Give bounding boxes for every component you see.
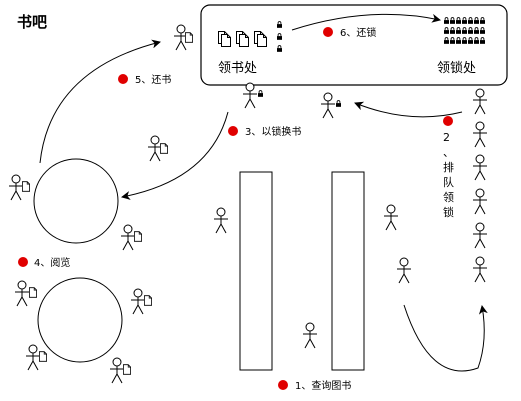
lock-icon bbox=[467, 37, 474, 45]
reader bbox=[25, 344, 48, 371]
lock-icon bbox=[449, 27, 456, 35]
person-icon bbox=[396, 257, 412, 284]
person-icon bbox=[320, 92, 336, 119]
step-3-label: 3、以锁换书 bbox=[245, 125, 301, 138]
reader bbox=[109, 357, 132, 384]
book-stack bbox=[218, 21, 283, 53]
lock-icon bbox=[479, 27, 486, 35]
lock-icon bbox=[467, 17, 474, 25]
step-4-label: 4、阅览 bbox=[34, 256, 70, 269]
lock-icon bbox=[443, 17, 450, 25]
lock-icon bbox=[473, 27, 480, 35]
step-2-marker bbox=[443, 116, 453, 126]
person-with-lock bbox=[320, 92, 342, 119]
lock-icon bbox=[455, 27, 462, 35]
person-icon bbox=[120, 224, 136, 251]
person-at-counter bbox=[242, 82, 264, 109]
step-6-marker bbox=[323, 27, 333, 37]
person-icon bbox=[472, 154, 488, 181]
person-icon bbox=[8, 174, 24, 201]
person-icon bbox=[213, 207, 229, 234]
lock-handover-arrow bbox=[354, 101, 463, 118]
book-icon bbox=[122, 364, 132, 375]
reading-table-lower bbox=[37, 277, 123, 363]
step-1-label: 1、查询图书 bbox=[295, 379, 351, 392]
lock-icon bbox=[473, 37, 480, 45]
step-4-marker bbox=[18, 257, 28, 267]
lock-icon bbox=[443, 37, 450, 45]
step-2-label-char: 领 bbox=[443, 191, 454, 204]
book-icon bbox=[21, 181, 31, 192]
step-3-marker bbox=[228, 126, 238, 136]
reader bbox=[8, 174, 31, 201]
lock-icon bbox=[473, 17, 480, 25]
person-icon bbox=[147, 135, 163, 162]
person-icon bbox=[109, 357, 125, 384]
book-icon bbox=[184, 32, 194, 43]
lock-icon bbox=[455, 17, 462, 25]
book-icon bbox=[159, 143, 169, 154]
diagram-title: 书吧 bbox=[17, 13, 47, 31]
lock-queue bbox=[472, 88, 488, 283]
step-5-label: 5、还书 bbox=[135, 74, 171, 86]
person-icon bbox=[302, 322, 318, 349]
lock-desk-label: 领锁处 bbox=[437, 60, 476, 76]
person-icon bbox=[472, 88, 488, 115]
step-5-marker bbox=[118, 74, 128, 84]
book-icon bbox=[143, 295, 153, 306]
lock-icon bbox=[449, 37, 456, 45]
bookshelf-right bbox=[331, 171, 365, 371]
lock-icon bbox=[467, 27, 474, 35]
lock-grid bbox=[443, 17, 486, 45]
lock-icon bbox=[276, 21, 283, 29]
lock-icon bbox=[461, 27, 468, 35]
lock-icon bbox=[455, 37, 462, 45]
step-2-label-char: 队 bbox=[443, 175, 454, 189]
step-1-marker bbox=[278, 380, 288, 390]
reader bbox=[120, 224, 143, 251]
step-2-label-char: 锁 bbox=[443, 205, 454, 219]
book-icon bbox=[38, 351, 48, 362]
lock-icon bbox=[257, 90, 264, 98]
reader bbox=[130, 288, 153, 315]
bookshelf-left bbox=[239, 171, 273, 371]
person-icon bbox=[472, 121, 488, 148]
lock-icon bbox=[479, 37, 486, 45]
book-icon bbox=[28, 287, 38, 298]
lock-icon bbox=[449, 17, 456, 25]
return-lock-arrow bbox=[291, 13, 441, 31]
service-counter bbox=[200, 4, 508, 86]
lock-icon bbox=[276, 33, 283, 41]
book-desk-label: 领书处 bbox=[218, 61, 257, 76]
lock-icon bbox=[443, 27, 450, 35]
step-2-label-char: 排 bbox=[443, 160, 454, 174]
person-icon bbox=[383, 204, 399, 231]
step-6-label: 6、还锁 bbox=[340, 26, 376, 39]
person-icon bbox=[130, 288, 146, 315]
exchange-book-arrow bbox=[121, 111, 229, 200]
person-with-book bbox=[147, 135, 169, 162]
person-icon bbox=[472, 256, 488, 283]
step-2-label-char: 2 bbox=[443, 131, 450, 144]
lock-icon bbox=[461, 17, 468, 25]
person-returning-book bbox=[173, 24, 194, 51]
lock-icon bbox=[461, 37, 468, 45]
person-icon bbox=[472, 222, 488, 249]
person-icon bbox=[242, 82, 258, 109]
to-queue-arrow bbox=[403, 304, 488, 372]
lock-icon bbox=[479, 17, 486, 25]
person-icon bbox=[14, 280, 30, 307]
lock-icon bbox=[335, 100, 342, 108]
person-icon bbox=[25, 344, 41, 371]
person-icon bbox=[472, 188, 488, 215]
reading-table-upper bbox=[33, 158, 119, 244]
lock-icon bbox=[276, 45, 283, 53]
return-book-arrow bbox=[39, 39, 161, 164]
book-icon bbox=[133, 231, 143, 242]
reader bbox=[14, 280, 38, 307]
step-2-label-char: 、 bbox=[443, 146, 454, 159]
